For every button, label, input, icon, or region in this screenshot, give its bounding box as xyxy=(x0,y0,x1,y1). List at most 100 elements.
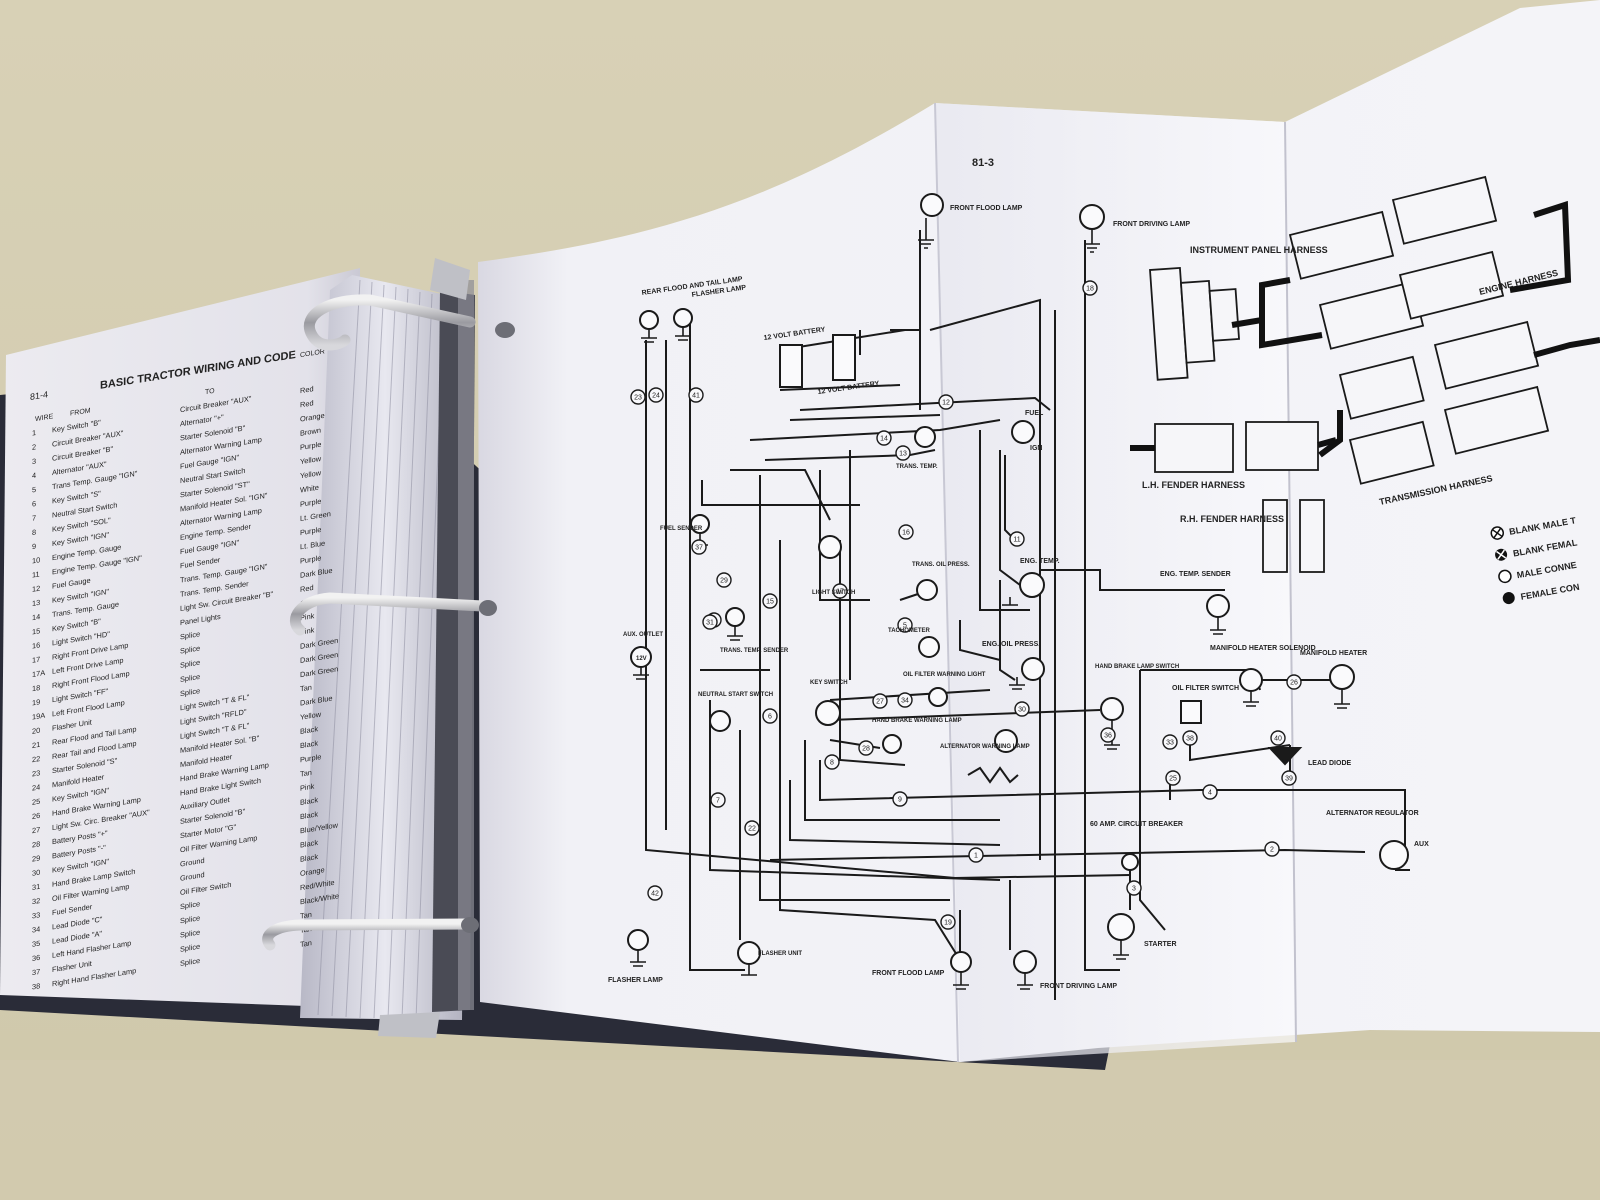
cell-to: Splice xyxy=(180,686,200,698)
label-fuel: FUEL xyxy=(1025,410,1044,417)
alternator-regulator xyxy=(1379,840,1409,870)
label-front-flood-lamp-bottom: FRONT FLOOD LAMP xyxy=(872,970,945,977)
wire-badge-number: 1 xyxy=(974,853,978,860)
cell-color: Tan xyxy=(300,938,312,949)
wire-badge-number: 18 xyxy=(1086,286,1094,293)
wire-badge xyxy=(1100,727,1116,743)
front-flood-lamp-top xyxy=(920,193,944,217)
circuit-breaker xyxy=(1121,853,1139,871)
cell-to: Ground xyxy=(180,856,205,869)
cell-wire: 18 xyxy=(32,683,40,693)
label-circuit-breaker: 60 AMP. CIRCUIT BREAKER xyxy=(1090,821,1183,828)
cell-wire: 29 xyxy=(32,853,40,863)
cell-color: Yellow xyxy=(300,454,322,466)
wire-badge-number: 30 xyxy=(1018,707,1026,714)
cell-wire: 26 xyxy=(32,811,40,821)
wire-badge xyxy=(824,754,840,770)
wire-badge xyxy=(832,583,848,599)
wire-badge xyxy=(1165,770,1181,786)
trans-temp-sender xyxy=(725,607,745,627)
trans-temp-gauge xyxy=(914,426,936,448)
wire-badge xyxy=(762,593,778,609)
wire-badge-number: 6 xyxy=(768,714,772,721)
wire-badge xyxy=(938,394,954,410)
wire-badge-number: 41 xyxy=(692,393,700,400)
cell-to: Splice xyxy=(180,643,200,655)
cell-wire: 33 xyxy=(32,910,40,920)
wiring-diagram xyxy=(645,230,1410,1000)
cell-color: Black xyxy=(300,724,318,736)
rh-fender-connector-1 xyxy=(1262,499,1288,573)
transmission-connector-1 xyxy=(1338,355,1425,420)
cell-color: Tan xyxy=(300,768,312,779)
cell-color: Tan xyxy=(300,910,312,921)
wire-badge-number: 39 xyxy=(1285,776,1293,783)
light-switch xyxy=(818,535,842,559)
label-eng-temp: ENG. TEMP. xyxy=(1020,558,1060,565)
cell-to: Splice xyxy=(180,672,200,684)
wire-badge xyxy=(898,524,914,540)
cell-wire: 36 xyxy=(32,953,40,963)
hand-brake-lamp-switch xyxy=(1100,697,1124,721)
col-wire-header: WIRE xyxy=(35,413,54,423)
wire-badge-number: 5 xyxy=(903,623,907,630)
cell-color: Yellow xyxy=(300,468,322,480)
battery-2 xyxy=(832,334,856,381)
label-oil-filter-switch: OIL FILTER SWITCH xyxy=(1172,685,1239,692)
label-light-switch: LIGHT SWITCH xyxy=(812,590,855,596)
wire-badge xyxy=(1182,730,1198,746)
col-from-header: FROM xyxy=(70,407,91,417)
wire-badge xyxy=(1162,734,1178,750)
wire-badge xyxy=(710,792,726,808)
label-front-driving-lamp-bottom: FRONT DRIVING LAMP xyxy=(1040,983,1117,990)
wire-badge-number: 23 xyxy=(634,395,642,402)
wire-badge xyxy=(940,914,956,930)
cell-wire: 9 xyxy=(32,542,36,552)
cell-color: Black xyxy=(300,838,318,850)
wire-badge xyxy=(1202,784,1218,800)
trans-oil-press xyxy=(916,579,938,601)
cell-wire: 20 xyxy=(32,726,40,736)
cell-color: Tan xyxy=(300,683,312,694)
cell-wire: 14 xyxy=(32,612,40,622)
binder-ring-middle xyxy=(290,592,497,636)
lh-fender-connector-2 xyxy=(1245,421,1319,471)
wire-badge xyxy=(744,820,760,836)
wire-badge xyxy=(895,445,911,461)
label-manifold-heater: MANIFOLD HEATER xyxy=(1300,650,1367,657)
wire-badge xyxy=(892,791,908,807)
label-key-switch: KEY SWITCH xyxy=(810,680,848,686)
neutral-start-switch xyxy=(709,710,731,732)
cell-wire: 3 xyxy=(32,456,36,466)
cell-wire: 17 xyxy=(32,655,40,665)
cell-wire: 30 xyxy=(32,868,40,878)
wire-badge-number: 27 xyxy=(876,699,884,706)
engine-connector-1 xyxy=(1288,210,1395,280)
cell-to: Splice xyxy=(180,942,200,954)
engine-connector-4 xyxy=(1398,250,1505,320)
cell-color: Black xyxy=(300,852,318,864)
label-front-driving-lamp-top: FRONT DRIVING LAMP xyxy=(1113,221,1190,228)
wire-badge-number: 8 xyxy=(830,760,834,767)
wire-badge-number: 24 xyxy=(652,393,660,400)
label-manifold-heater-solenoid: MANIFOLD HEATER SOLENOID xyxy=(1210,645,1316,652)
label-lead-diode: LEAD DIODE xyxy=(1308,760,1352,767)
label-front-flood-lamp-top: FRONT FLOOD LAMP xyxy=(950,205,1023,212)
cell-color: Red xyxy=(300,384,314,395)
instrument-panel-connector xyxy=(1149,266,1240,381)
label-alternator-regulator: ALTERNATOR REGULATOR xyxy=(1326,810,1419,817)
wire-badge-number: 37 xyxy=(695,545,703,552)
cell-wire: 16 xyxy=(32,640,40,650)
wire-badge xyxy=(762,708,778,724)
wire-badge-number: 2 xyxy=(1270,847,1274,854)
cell-to: Splice xyxy=(180,899,200,911)
cell-color: Black xyxy=(300,809,318,821)
wire-badge-number: 42 xyxy=(651,891,659,898)
wire-badge xyxy=(1281,770,1297,786)
wire-badge-number: 17 xyxy=(836,589,844,596)
wire-badge xyxy=(897,617,913,633)
wire-badge-number: 25 xyxy=(1169,776,1177,783)
label-flasher-unit: FLASHER UNIT xyxy=(758,951,802,957)
label-rh-fender-harness: R.H. FENDER HARNESS xyxy=(1180,514,1284,524)
cell-color: Purple xyxy=(300,440,321,452)
